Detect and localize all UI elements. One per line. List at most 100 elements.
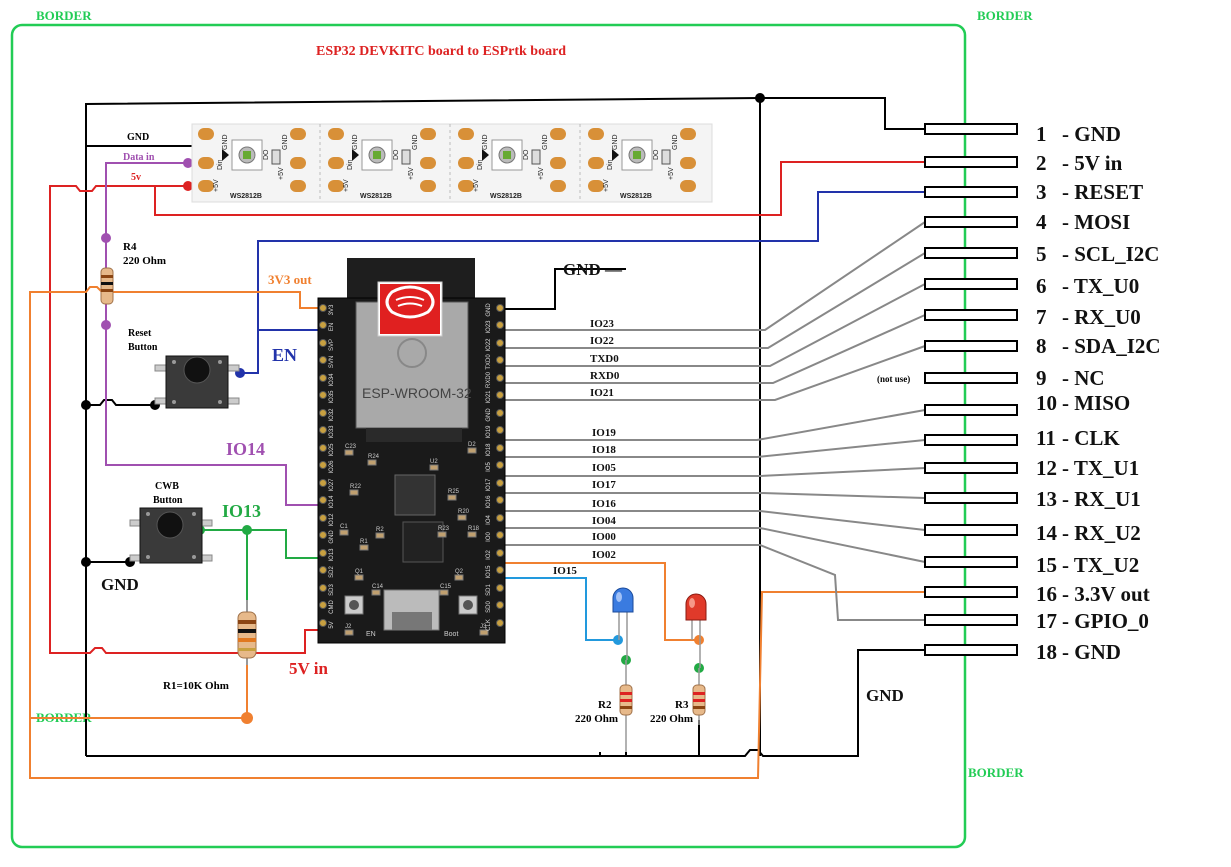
header-pin-name-11: - CLK: [1062, 426, 1120, 450]
sig-io19: IO19: [592, 427, 616, 439]
cwb-button-label-1: CWB: [155, 481, 179, 492]
header-pin-number-1: 1: [1036, 122, 1047, 146]
board-pin-right: [496, 566, 504, 574]
r1-label: R1=10K Ohm: [163, 680, 229, 692]
board-pin-label-right: IO21: [486, 390, 492, 404]
board-pin-label-left: SD2: [329, 566, 335, 578]
strip-chip-label: WS2812B: [360, 193, 392, 200]
strip-pad-label: GND: [352, 134, 359, 150]
strip-pad-label: GND: [482, 134, 489, 150]
header-pin-name-18: - GND: [1062, 640, 1121, 664]
board-smd-part: [467, 531, 477, 538]
header-pin-name-4: - MOSI: [1062, 210, 1130, 234]
sig-io16: IO16: [592, 498, 616, 510]
reset-button: [154, 355, 240, 409]
strip-pad-label: GND: [222, 134, 229, 150]
v33-wires: [29, 286, 925, 779]
header-pin-number-8: 8: [1036, 334, 1047, 358]
strip-capacitor: [271, 149, 281, 165]
strip-pad: [680, 180, 696, 192]
board-pin-label-left: IO32: [329, 408, 335, 422]
strip-pad-label: DO: [523, 149, 530, 160]
header-pin-name-5: - SCL_I2C: [1062, 242, 1159, 266]
board-pin-label-left: IO12: [329, 513, 335, 527]
board-pin-right: [496, 531, 504, 539]
board-smd-part: [479, 629, 489, 636]
r4-resistor: [100, 267, 114, 305]
data-wires: [105, 162, 320, 506]
board-pin-right: [496, 444, 504, 452]
board-pin-label-right: IO0: [486, 532, 492, 542]
header-pin-15: [924, 556, 1018, 568]
header-pin-17: [924, 614, 1018, 626]
v5-wires: [49, 161, 925, 654]
board-smd-part: [367, 459, 377, 466]
strip-arrow: [352, 149, 359, 161]
cwb-button-label-2: Button: [153, 495, 183, 506]
sig-io04: IO04: [592, 515, 616, 527]
board-pin-label-left: 3V3: [329, 304, 335, 315]
board-part-label: C14: [372, 584, 384, 590]
board-pin-label-left: CMD: [329, 600, 335, 614]
header-pin-number-4: 4: [1036, 210, 1047, 234]
strip-pad: [420, 128, 436, 140]
strip-pad: [550, 128, 566, 140]
board-pin-label-right: IO16: [486, 495, 492, 509]
board-pin-right: [496, 601, 504, 609]
board-pin-right: [496, 549, 504, 557]
header-pin-8: [924, 340, 1018, 352]
board-part-label: R24: [368, 454, 380, 460]
board-pin-left: [319, 321, 327, 329]
net-3v3-out: 3V3 out: [268, 272, 312, 287]
header-pin-13: [924, 492, 1018, 504]
board-pin-right: [496, 374, 504, 382]
sig-io18: IO18: [592, 444, 616, 456]
net-5v-in: 5V in: [289, 659, 328, 678]
strip-pad-label: +5V: [603, 179, 610, 192]
net-gnd-left: GND: [101, 575, 139, 594]
net-io14: IO14: [226, 439, 265, 459]
strip-pad-label: +5V: [343, 179, 350, 192]
board-pin-label-left: IO34: [329, 373, 335, 387]
board-pin-label-right: GND: [486, 408, 492, 422]
strip-pad: [198, 128, 214, 140]
header-pin-name-2: - 5V in: [1062, 151, 1123, 175]
board-pin-label-left: IO14: [329, 495, 335, 509]
board-pin-right: [496, 339, 504, 347]
diagram-title: ESP32 DEVKITC board to ESPrtk board: [316, 44, 566, 59]
board-smd-part: [344, 629, 354, 636]
board-pin-label-left: SVP: [329, 339, 335, 351]
board-pin-right: [496, 391, 504, 399]
board-pin-label-right: IO15: [486, 565, 492, 579]
strip-arrow: [222, 149, 229, 161]
board-smd-part: [437, 531, 447, 538]
board-part-label: Q1: [355, 569, 364, 575]
board-pin-label-right: GND: [486, 303, 492, 317]
strip-gnd-label: GND: [127, 132, 149, 143]
strip-pad: [290, 128, 306, 140]
strip-data-in-label: Data in: [123, 152, 155, 163]
border-label-top-right: BORDER: [977, 8, 1033, 23]
board-pin-left: [319, 409, 327, 417]
strip-pad: [550, 157, 566, 169]
board-part-label: R25: [448, 489, 460, 495]
signal-wires: [505, 221, 926, 621]
header-pin-10: [924, 404, 1018, 416]
board-part-label: R2: [376, 527, 384, 533]
net-gnd-right: GND: [866, 686, 904, 705]
strip-pad-label: GND: [672, 134, 679, 150]
strip-pad: [588, 128, 604, 140]
board-pin-label-right: IO18: [486, 443, 492, 457]
board-pin-label-left: IO26: [329, 460, 335, 474]
strip-pad: [290, 180, 306, 192]
sig-io17: IO17: [592, 479, 616, 491]
header-pin-2: [924, 156, 1018, 168]
strip-led-die: [243, 151, 251, 159]
board-smd-part: [429, 464, 439, 471]
strip-pad: [328, 128, 344, 140]
header-pin-3: [924, 186, 1018, 198]
strip-pad-label: Din: [347, 159, 354, 170]
board-pin-left: [319, 356, 327, 364]
net-io13: IO13: [222, 501, 261, 521]
